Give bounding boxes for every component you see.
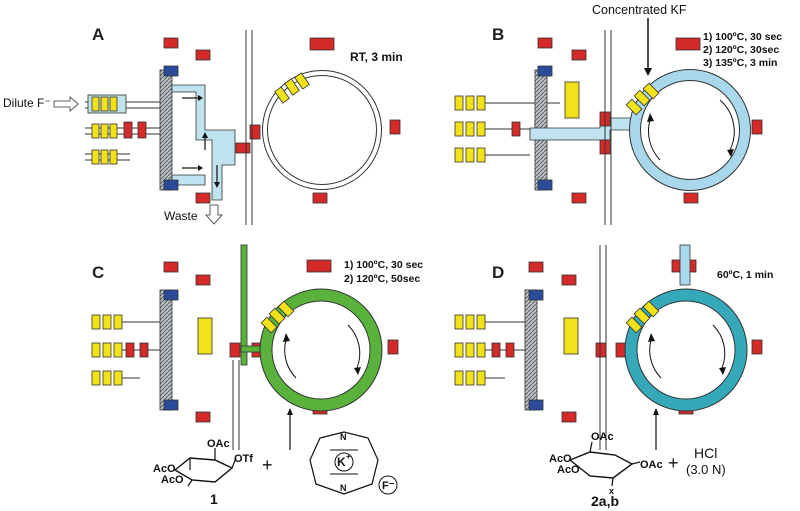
panel-d: D 60ºC, 1 min [454,244,773,509]
panel-a-condition: RT, 3 min [350,50,403,64]
kryptofix-structure [309,431,379,495]
panel-c-side-reservoir [197,317,213,355]
compound-1-oac: OAc [207,438,230,450]
panel-a: A RT, 3 min Dilute F⁻ [3,25,403,225]
flow-arrow-icon [198,95,203,101]
panel-c: C 1) 100ºC, 30 sec 2) 120ºC, 50sec [91,244,423,507]
panel-a-flow-path [171,84,236,201]
panel-a-reservoirs [85,94,160,165]
panel-b-side-reservoir [564,81,580,119]
fluoride-ion: F⁻ [382,480,395,492]
panel-a-column [159,69,173,191]
kryptofix-n-top: N [340,432,347,442]
circulation-arrow-icon [727,149,734,157]
circulation-arrow-icon [647,113,654,122]
dilute-fluoride-label: Dilute F⁻ [3,96,51,110]
panel-c-column [159,289,173,411]
compound-2ab-structure [568,441,641,487]
panel-b-condition-3: 3) 135ºC, 3 min [703,57,777,69]
flow-arrow-icon [198,165,203,171]
compound-2ab-x: x [609,486,614,496]
compound-1-otf: OTf [234,453,253,465]
compound-2ab-aco-1: AcO [549,453,572,465]
panel-c-green-channel [240,244,248,366]
potassium-charge: + [346,452,351,461]
panel-c-reservoirs [91,314,160,386]
reagent-concentration: (3.0 N) [686,462,726,477]
dilute-inlet-arrow-icon [53,96,79,112]
compound-2ab-oac-top: OAc [591,431,614,443]
circulation-arrow-icon [354,367,361,375]
compound-2ab-number: 2a,b [591,493,619,509]
panel-b-condition-1: 1) 100ºC, 30 sec [703,31,782,43]
panel-b: B Concentrated KF 1) 100ºC, 30 sec 2) 12… [454,3,782,225]
flow-arrow-icon [202,132,208,138]
panel-d-letter: D [492,263,504,282]
potassium-ion: K [337,455,346,469]
circulation-arrow-icon [283,333,290,342]
waste-arrow-icon [205,204,223,225]
reagent-hcl: HCl [694,445,717,461]
panel-a-letter: A [92,25,104,44]
fluoride-ion-circle [378,475,398,495]
panel-d-loop-reservoirs [625,300,660,334]
panel-c-condition-2: 2) 120ºC, 50sec [344,273,420,285]
compound-1-aco-2: AcO [161,474,184,486]
down-arrow-icon [644,68,652,76]
compound-1-number: 1 [210,491,218,507]
panel-a-valves [163,37,401,204]
panel-d-hcl-inlet [679,244,691,286]
compound-1-aco-1: AcO [153,463,176,475]
panel-d-column [524,289,538,411]
plus-sign-c: + [262,455,273,475]
panel-d-side-reservoir [563,317,579,355]
plus-sign-d: + [668,453,679,473]
up-arrow-icon [287,408,293,415]
compound-2ab-aco-2: AcO [557,464,580,476]
kryptofix-n-bottom: N [340,483,347,493]
up-arrow-icon [653,408,659,415]
flow-arrow-icon [214,182,220,188]
compound-2ab-oac-right: OAc [640,459,663,471]
concentrated-kf-label: Concentrated KF [592,3,687,17]
panel-c-loop-reservoirs [260,300,295,334]
panel-d-condition: 60ºC, 1 min [717,269,773,281]
panel-b-condition-2: 2) 120ºC, 30sec [703,44,779,56]
panel-a-loop-reservoirs [274,72,310,104]
panel-d-reservoirs [454,314,525,386]
panel-c-condition-1: 1) 100ºC, 30 sec [344,259,423,271]
panel-b-letter: B [492,25,504,44]
panel-b-loop-reservoirs [625,82,660,116]
compound-1-structure [173,448,237,487]
circulation-arrow-icon [719,367,726,375]
waste-label: Waste [164,209,198,223]
circulation-arrow-icon [648,333,655,342]
panel-c-letter: C [92,263,104,282]
